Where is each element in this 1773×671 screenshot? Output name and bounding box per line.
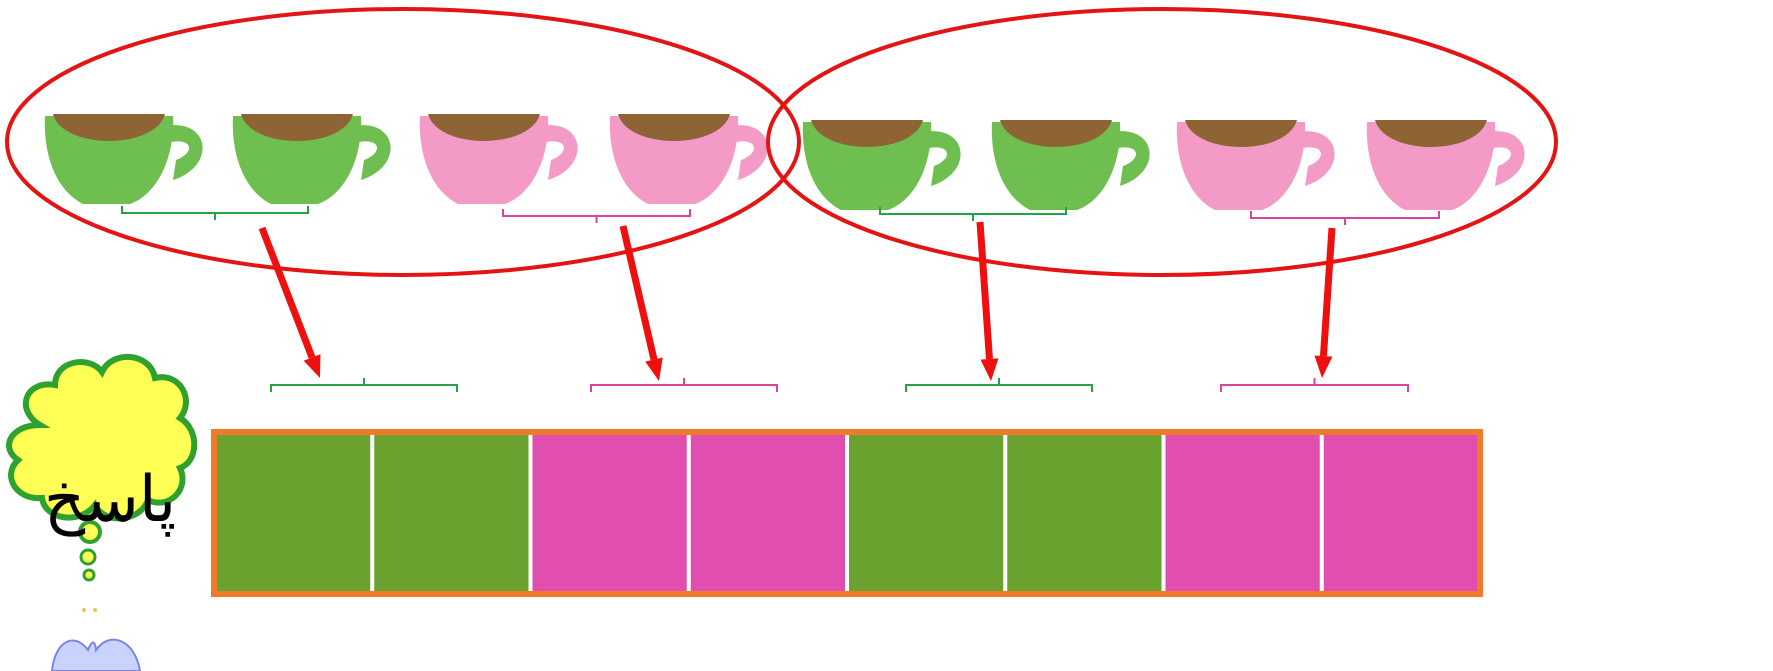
arrow-down-icon: [976, 221, 999, 381]
bracket: [1250, 211, 1440, 225]
arrow-head: [980, 358, 999, 381]
arrow-shaft: [619, 225, 658, 361]
coffee-cup-icon: [1366, 120, 1525, 210]
brackets-layer: [121, 206, 1440, 392]
arrow-head: [303, 354, 321, 378]
bracket: [879, 207, 1067, 221]
cup-body: [232, 116, 362, 204]
answer-label[interactable]: پاسخ: [43, 463, 177, 537]
cup-handle: [353, 125, 391, 180]
coffee-cup-icon: [232, 114, 391, 204]
strip-cell-6: [1005, 432, 1164, 594]
cup-handle: [1112, 131, 1150, 186]
bracket: [1220, 378, 1409, 392]
coffee-cup-icon: [419, 114, 578, 204]
thought-dot: [82, 568, 96, 582]
cups-row: [44, 114, 1525, 210]
arrows-layer: [258, 221, 1336, 381]
arrow-shaft: [1319, 227, 1336, 357]
butterfly-antenna-tip: [93, 608, 97, 612]
cup-body: [991, 122, 1121, 210]
coffee-cup-icon: [1176, 120, 1335, 210]
bracket: [121, 206, 309, 220]
cup-coffee: [618, 114, 730, 141]
coffee-cup-icon: [991, 120, 1150, 210]
cup-coffee: [53, 114, 165, 141]
bracket: [905, 378, 1093, 392]
strip-cell-8: [1321, 432, 1480, 594]
bracket: [502, 209, 691, 223]
arrow-down-icon: [1314, 227, 1336, 378]
cup-body: [1366, 122, 1496, 210]
arrow-head: [645, 357, 663, 381]
arrow-down-icon: [258, 226, 321, 378]
cup-coffee: [241, 114, 353, 141]
arrow-head: [1314, 355, 1333, 378]
cup-coffee: [428, 114, 540, 141]
group-ellipse-right: [766, 7, 1558, 277]
coffee-cup-icon: [44, 114, 203, 204]
thought-cloud-shape: [6, 354, 198, 522]
butterfly-icon: [50, 608, 142, 671]
bracket: [590, 378, 778, 392]
cup-handle: [1297, 131, 1335, 186]
thought-cloud-icon: [6, 354, 198, 582]
cup-body: [419, 116, 549, 204]
cup-handle: [923, 131, 961, 186]
strip-border: [211, 429, 1483, 597]
cup-body: [609, 116, 739, 204]
cup-handle: [165, 125, 203, 180]
butterfly-wings: [50, 638, 142, 671]
cup-body: [44, 116, 174, 204]
thought-dot: [78, 520, 102, 544]
strip-cell-1: [214, 432, 373, 594]
cup-body: [802, 122, 932, 210]
cup-body: [1176, 122, 1306, 210]
color-strip: [211, 429, 1483, 597]
thought-dot: [79, 548, 97, 566]
group-ellipse-left: [5, 7, 801, 277]
cup-coffee: [1375, 120, 1487, 147]
arrow-shaft: [258, 226, 316, 359]
arrow-down-icon: [619, 225, 663, 381]
coffee-cup-icon: [802, 120, 961, 210]
cup-handle: [540, 125, 578, 180]
arrow-shaft: [976, 221, 993, 360]
strip-cell-7: [1163, 432, 1322, 594]
strip-cell-4: [688, 432, 847, 594]
butterfly-antenna-tip: [82, 608, 86, 612]
cup-handle: [1487, 131, 1525, 186]
strip-cell-3: [530, 432, 689, 594]
strip-cell-2: [372, 432, 531, 594]
cup-coffee: [1185, 120, 1297, 147]
cup-coffee: [811, 120, 923, 147]
group-ellipses: [5, 7, 1558, 277]
cup-coffee: [1000, 120, 1112, 147]
bracket: [270, 378, 458, 392]
strip-cell-5: [847, 432, 1006, 594]
cup-handle: [730, 125, 768, 180]
coffee-cup-icon: [609, 114, 768, 204]
